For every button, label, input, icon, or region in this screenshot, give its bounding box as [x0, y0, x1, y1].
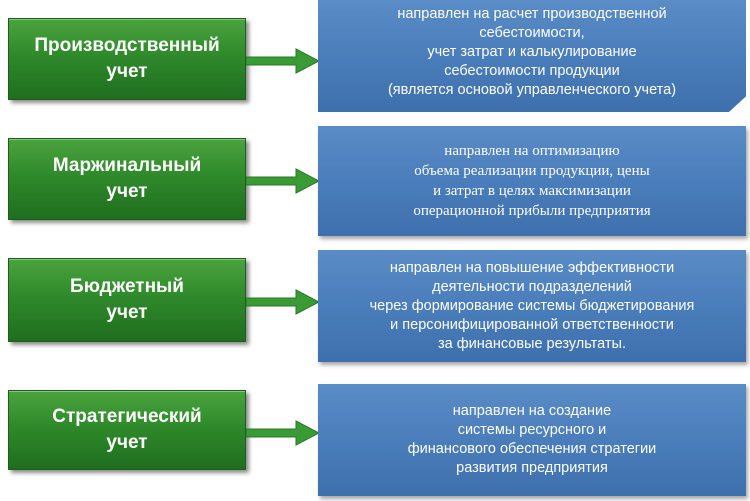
arrow-right-icon — [246, 289, 320, 315]
category-box-marginal: Маржинальный учет — [8, 138, 246, 220]
description-text: направлен на повышение эффективности дея… — [369, 259, 695, 352]
description-text: направлен на создание системы ресурсного… — [407, 403, 657, 476]
category-box-production: Производственный учет — [8, 18, 246, 100]
description-box-budget: направлен на повышение эффективности дея… — [318, 250, 746, 362]
description-text: направлен на оптимизацию объема реализац… — [413, 143, 651, 219]
category-title: Производственный учет — [34, 35, 220, 82]
arrow-right-icon — [246, 168, 320, 194]
description-box-marginal: направлен на оптимизацию объема реализац… — [318, 126, 746, 236]
category-title: Бюджетный учет — [70, 276, 184, 323]
description-text: направлен на расчет производственной себ… — [387, 5, 677, 98]
arrow-right-icon — [246, 48, 320, 74]
arrow-right-icon — [246, 420, 320, 446]
category-title: Стратегический учет — [52, 406, 202, 453]
description-box-strategic: направлен на создание системы ресурсного… — [318, 384, 746, 496]
description-box-production: направлен на расчет производственной себ… — [318, 0, 746, 112]
category-box-strategic: Стратегический учет — [8, 390, 246, 470]
category-box-budget: Бюджетный учет — [8, 258, 246, 342]
category-title: Маржинальный учет — [52, 155, 202, 202]
